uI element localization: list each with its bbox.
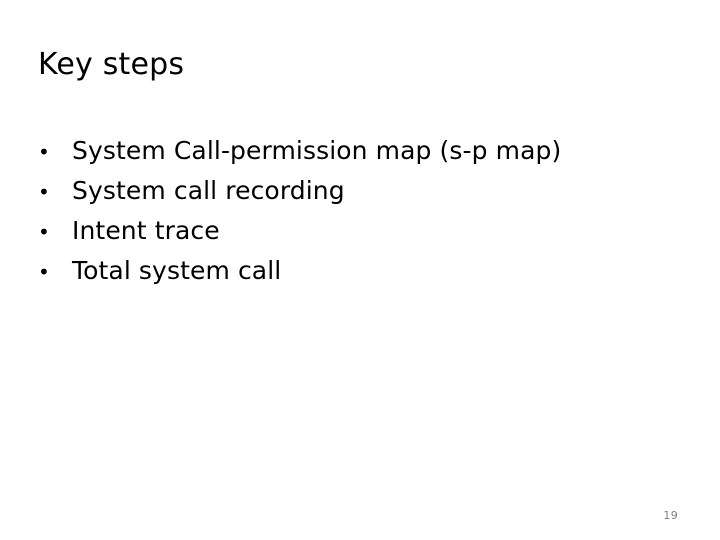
list-item: • System call recording: [38, 171, 678, 211]
list-item-label: System call recording: [72, 176, 345, 205]
page-number: 19: [663, 509, 678, 522]
list-item-label: System Call-permission map (s-p map): [72, 136, 562, 165]
bullet-dot-icon: •: [38, 220, 50, 244]
bullet-dot-icon: •: [38, 260, 50, 284]
list-item-label: Intent trace: [72, 216, 220, 245]
list-item: • Intent trace: [38, 211, 678, 251]
list-item: • Total system call: [38, 251, 678, 291]
list-item-label: Total system call: [72, 256, 282, 285]
bullet-dot-icon: •: [38, 140, 50, 164]
bullet-list: • System Call-permission map (s-p map) •…: [38, 131, 678, 291]
bullet-dot-icon: •: [38, 180, 50, 204]
page-title: Key steps: [38, 47, 185, 82]
list-item: • System Call-permission map (s-p map): [38, 131, 678, 171]
